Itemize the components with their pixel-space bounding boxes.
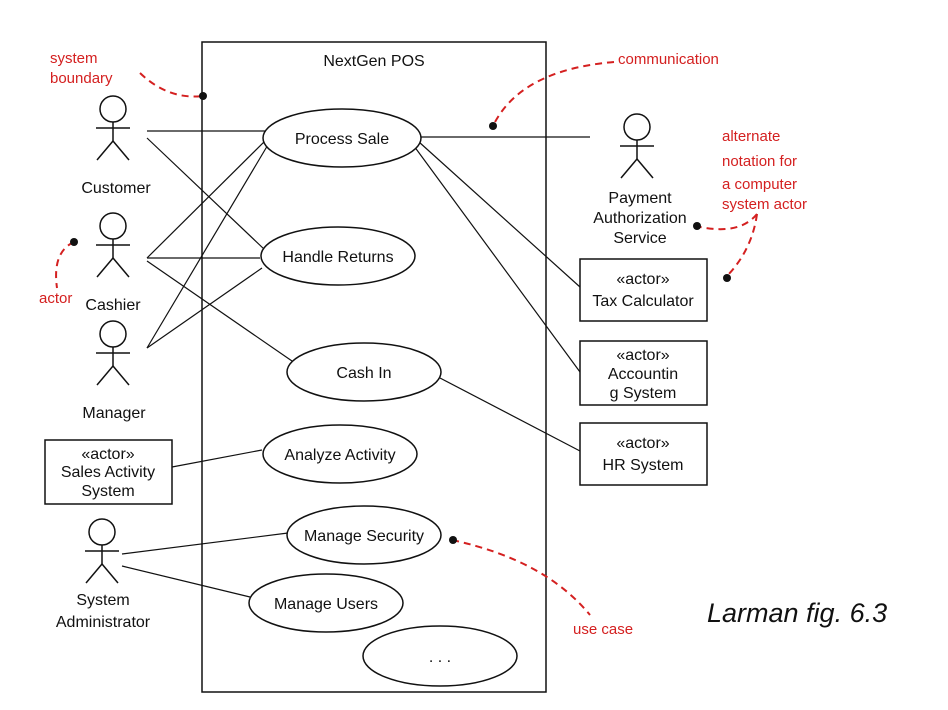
actor-sales-activity-system: «actor» Sales Activity System	[44, 439, 173, 505]
note-alternate-line1: alternate	[722, 128, 780, 145]
actor-stereotype: «actor»	[616, 347, 669, 364]
annotation-labels: system boundary communication alternate …	[39, 50, 807, 638]
actor-box-label-line2: g System	[610, 385, 677, 402]
association-admin-manage-security	[121, 532, 289, 555]
use-case-manage-security: Manage Security	[286, 505, 442, 565]
association-cashier-cash-in	[146, 260, 293, 362]
note-communication: communication	[618, 51, 719, 68]
actor-customer-label: Customer	[81, 180, 151, 197]
stick-actors	[85, 95, 654, 584]
dot-system-boundary	[199, 92, 207, 100]
use-case-label: Analyze Activity	[284, 447, 395, 464]
actor-payment-authorization-service-figure	[620, 113, 654, 179]
actor-manager-figure	[96, 320, 130, 386]
use-cases: Process Sale Handle Returns Cash In Anal…	[248, 108, 518, 687]
leader-alternate-notation-2	[726, 213, 758, 277]
association-cashier-process-sale	[146, 133, 273, 259]
actor-hr-system: «actor» HR System	[579, 422, 708, 486]
actor-box-label-line1: Tax Calculator	[592, 293, 694, 310]
annotation-dots	[70, 92, 731, 544]
use-case-label: Handle Returns	[282, 249, 393, 266]
dot-payment-actor	[693, 222, 701, 230]
actor-stereotype: «actor»	[81, 446, 134, 463]
leader-communication	[492, 61, 615, 127]
association-cash-in-hr	[439, 377, 581, 452]
associations	[121, 130, 590, 598]
use-case-label: Process Sale	[295, 131, 389, 148]
actor-system-administrator-label-line1: System	[76, 592, 129, 609]
use-case-label: Manage Security	[304, 528, 424, 545]
stick-actor-labels: Customer Cashier Manager System Administ…	[56, 180, 687, 631]
use-case-label: Cash In	[336, 365, 391, 382]
actor-box-label-line1: Sales Activity	[61, 464, 155, 481]
use-case-more: . . .	[362, 625, 518, 687]
actor-manager-label: Manager	[82, 405, 146, 422]
actor-cashier-label: Cashier	[85, 297, 141, 314]
actor-payment-label-line3: Service	[613, 230, 666, 247]
use-case-analyze-activity: Analyze Activity	[262, 424, 418, 484]
figure-caption: Larman fig. 6.3	[707, 598, 887, 628]
dot-communication	[489, 122, 497, 130]
actor-cashier-figure	[96, 212, 130, 278]
box-actors: «actor» Sales Activity System «actor» Ta…	[44, 258, 708, 505]
note-alternate-line4: system actor	[722, 196, 807, 213]
leader-system-boundary	[139, 72, 204, 98]
system-boundary	[201, 41, 547, 693]
actor-box-label-line1: Accountin	[608, 366, 678, 383]
use-case-process-sale: Process Sale	[262, 108, 422, 168]
actor-payment-label-line2: Authorization	[593, 210, 686, 227]
dot-actor	[70, 238, 78, 246]
association-sales-activity-analyze	[171, 449, 263, 468]
actor-system-administrator-figure	[85, 518, 119, 584]
actor-stereotype: «actor»	[616, 271, 669, 288]
use-case-label: Manage Users	[274, 596, 378, 613]
note-alternate-line2: notation for	[722, 153, 797, 170]
dot-use-case	[449, 536, 457, 544]
association-manager-handle-returns	[146, 267, 263, 349]
actor-stereotype: «actor»	[616, 435, 669, 452]
use-case-label: . . .	[429, 649, 451, 666]
use-case-manage-users: Manage Users	[248, 573, 404, 633]
leader-actor	[55, 241, 75, 289]
actor-payment-label-line1: Payment	[608, 190, 672, 207]
association-process-sale-accounting	[413, 145, 581, 373]
leader-use-case	[451, 539, 591, 616]
leader-alternate-notation-1	[699, 213, 758, 231]
association-manager-process-sale	[146, 137, 273, 349]
association-customer-handle-returns	[146, 137, 266, 251]
association-admin-manage-users	[121, 565, 251, 598]
note-actor: actor	[39, 290, 72, 307]
use-case-cash-in: Cash In	[286, 342, 442, 402]
note-system-boundary-line1: system	[50, 50, 98, 67]
dot-tax-calculator	[723, 274, 731, 282]
actor-box-label-line1: HR System	[603, 457, 684, 474]
actor-system-administrator-label-line2: Administrator	[56, 614, 151, 631]
use-case-handle-returns: Handle Returns	[260, 226, 416, 286]
actor-box-label-line2: System	[81, 483, 134, 500]
note-alternate-line3: a computer	[722, 176, 797, 193]
note-system-boundary-line2: boundary	[50, 70, 113, 87]
actor-customer-figure	[96, 95, 130, 161]
actor-accounting-system: «actor» Accountin g System	[579, 340, 708, 406]
system-title: NextGen POS	[323, 53, 424, 70]
actor-tax-calculator: «actor» Tax Calculator	[579, 258, 708, 322]
note-use-case: use case	[573, 621, 633, 638]
association-process-sale-tax	[418, 141, 581, 288]
